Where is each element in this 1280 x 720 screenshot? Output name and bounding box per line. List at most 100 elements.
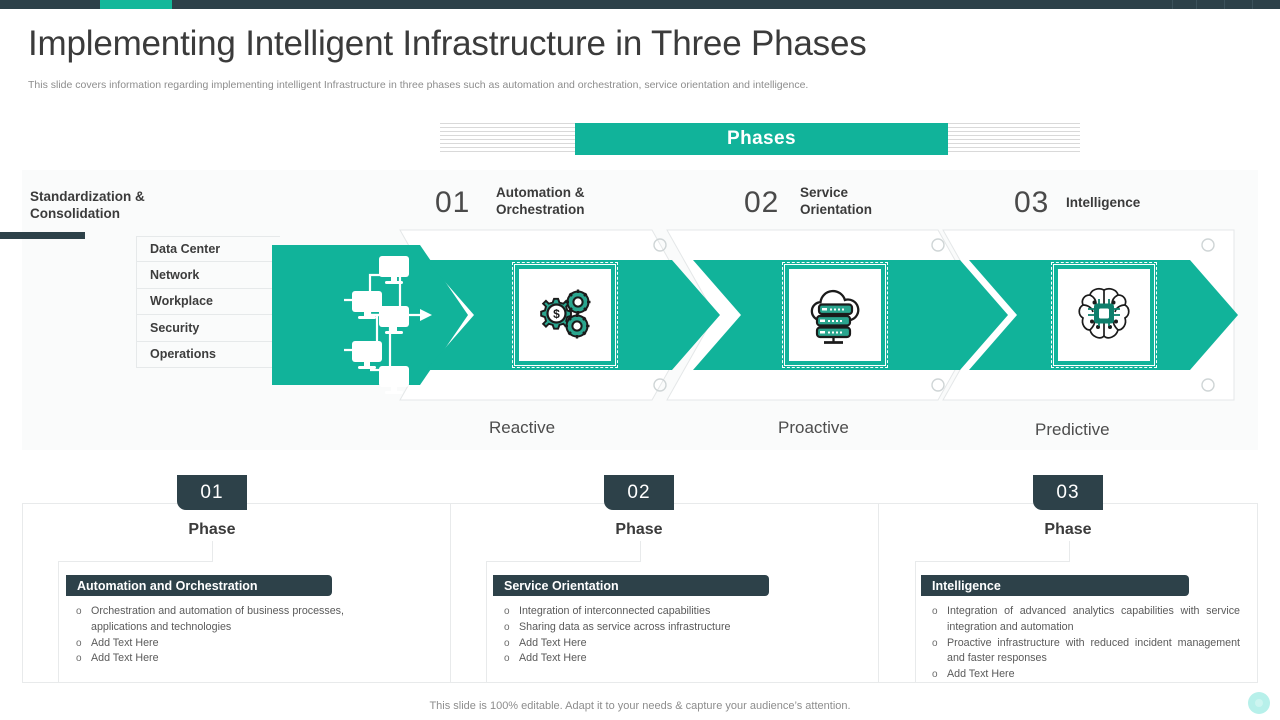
- card-number-badge-01: 01: [177, 475, 247, 510]
- slide-footer-note: This slide is 100% editable. Adapt it to…: [429, 700, 851, 712]
- bullet-item: Add Text Here: [74, 651, 344, 667]
- server-racks: [815, 303, 854, 339]
- card-heading-text-03: Intelligence: [932, 578, 1001, 593]
- phase-footer-03: Predictive: [1035, 420, 1110, 439]
- card-bullets-03: Integration of advanced analytics capabi…: [930, 604, 1240, 683]
- card-number-02: 02: [627, 481, 651, 503]
- gear-hub: [546, 303, 567, 324]
- svg-text:$: $: [553, 307, 560, 321]
- card-phase-word-01: Phase: [188, 521, 236, 538]
- top-accent-bar: [0, 0, 1280, 9]
- phase-footer-01: Reactive: [489, 418, 556, 437]
- row-label: Data Center: [150, 242, 221, 257]
- list-item[interactable]: Security: [136, 315, 280, 342]
- gear-small-top: [565, 289, 591, 315]
- arrow-head-icon: [420, 309, 432, 321]
- phase-number-01: 01: [435, 186, 471, 219]
- connector-circle: [653, 378, 667, 392]
- gears-dollar-icon: $: [540, 289, 591, 339]
- connector-circles: [653, 238, 1215, 392]
- card-notch-line: [1069, 541, 1070, 562]
- card-notch-line: [212, 541, 213, 562]
- phase-icon-box-01: $: [512, 262, 618, 368]
- row-label: Operations: [150, 347, 216, 362]
- card-heading-01: Automation and Orchestration: [66, 575, 332, 596]
- phase-number-03: 03: [1014, 186, 1050, 219]
- top-bar-divider: [1172, 0, 1173, 9]
- standardization-table: Data Center Network Workplace Security O…: [136, 236, 280, 368]
- bullet-item: Integration of advanced analytics capabi…: [930, 604, 1240, 636]
- list-item[interactable]: Data Center: [136, 236, 280, 263]
- brain-chip-icon: [1078, 287, 1130, 339]
- page-title: Implementing Intelligent Infrastructure …: [28, 24, 867, 63]
- dashed-frame: [1051, 262, 1157, 368]
- phases-banner-label: Phases: [727, 128, 796, 149]
- top-bar-divider: [1224, 0, 1225, 9]
- cyan-dot-decoration: [1248, 692, 1270, 714]
- connector-circle: [931, 378, 945, 392]
- card-notch-line: [915, 561, 1069, 562]
- card-notch-line: [640, 541, 641, 562]
- row-label: Network: [150, 268, 200, 283]
- connector-circle: [1201, 238, 1215, 252]
- card-notch-line: [486, 561, 640, 562]
- phase-footer-02: Proactive: [778, 418, 849, 437]
- card-heading-text-02: Service Orientation: [504, 578, 619, 593]
- card-phase-word-02: Phase: [615, 521, 663, 538]
- bullet-item: Sharing data as service across infrastru…: [502, 620, 792, 636]
- connector-circle: [653, 238, 667, 252]
- phase-label-02: Service Orientation: [800, 185, 873, 217]
- card-heading-02: Service Orientation: [493, 575, 769, 596]
- page-subtitle: This slide covers information regarding …: [28, 79, 809, 91]
- bullet-item: Add Text Here: [502, 651, 792, 667]
- list-item[interactable]: Workplace: [136, 288, 280, 316]
- card-phase-word-03: Phase: [1044, 521, 1092, 538]
- stripe-decoration-left: [440, 123, 580, 155]
- card-left-rule: [486, 561, 487, 683]
- monitor-icon: [352, 291, 382, 319]
- list-item[interactable]: Network: [136, 262, 280, 289]
- bullet-item: Proactive infrastructure with reduced in…: [930, 636, 1240, 668]
- phase-number-02: 02: [744, 186, 780, 219]
- top-accent-highlight: [100, 0, 172, 9]
- standardization-underline: [0, 232, 85, 239]
- card-number-01: 01: [200, 481, 224, 503]
- phase-label-03: Intelligence: [1066, 195, 1141, 210]
- network-monitor-nodes: [352, 256, 432, 394]
- row-label: Workplace: [150, 294, 213, 309]
- stripe-decoration-right: [940, 123, 1080, 155]
- cloud-server-icon: [810, 289, 860, 344]
- card-notch-line: [58, 561, 212, 562]
- card-left-rule: [915, 561, 916, 683]
- monitor-icon: [379, 256, 409, 284]
- connector-circle: [931, 238, 945, 252]
- cloud-shape: [810, 289, 860, 322]
- dashed-frame: [512, 262, 618, 368]
- card-left-rule: [58, 561, 59, 683]
- card-number-badge-02: 02: [604, 475, 674, 510]
- phase-icon-box-03: [1051, 262, 1157, 368]
- card-number-03: 03: [1056, 481, 1080, 503]
- gear-small-bottom: [564, 313, 590, 339]
- phases-banner: Phases: [575, 123, 948, 155]
- chip-core: [1099, 308, 1109, 319]
- top-bar-divider: [1196, 0, 1197, 9]
- dashed-frame: [782, 262, 888, 368]
- card-bullets-01: Orchestration and automation of business…: [74, 604, 344, 667]
- monitor-icon: [379, 306, 409, 334]
- bullet-item: Add Text Here: [74, 636, 344, 652]
- list-item[interactable]: Operations: [136, 341, 280, 368]
- phase-label-01: Automation & Orchestration: [496, 185, 585, 217]
- standardization-title: Standardization & Consolidation: [30, 189, 145, 221]
- bullet-item: Orchestration and automation of business…: [74, 604, 344, 636]
- card-bullets-02: Integration of interconnected capabiliti…: [502, 604, 792, 667]
- monitor-icon: [379, 366, 409, 394]
- banner-stripes-wrap: [0, 123, 1280, 155]
- bullet-item: Add Text Here: [930, 667, 1240, 683]
- top-bar-divider: [1252, 0, 1253, 9]
- card-heading-text-01: Automation and Orchestration: [77, 578, 258, 593]
- card-divider: [450, 504, 451, 683]
- phase-icon-box-02: [782, 262, 888, 368]
- card-divider: [878, 504, 879, 683]
